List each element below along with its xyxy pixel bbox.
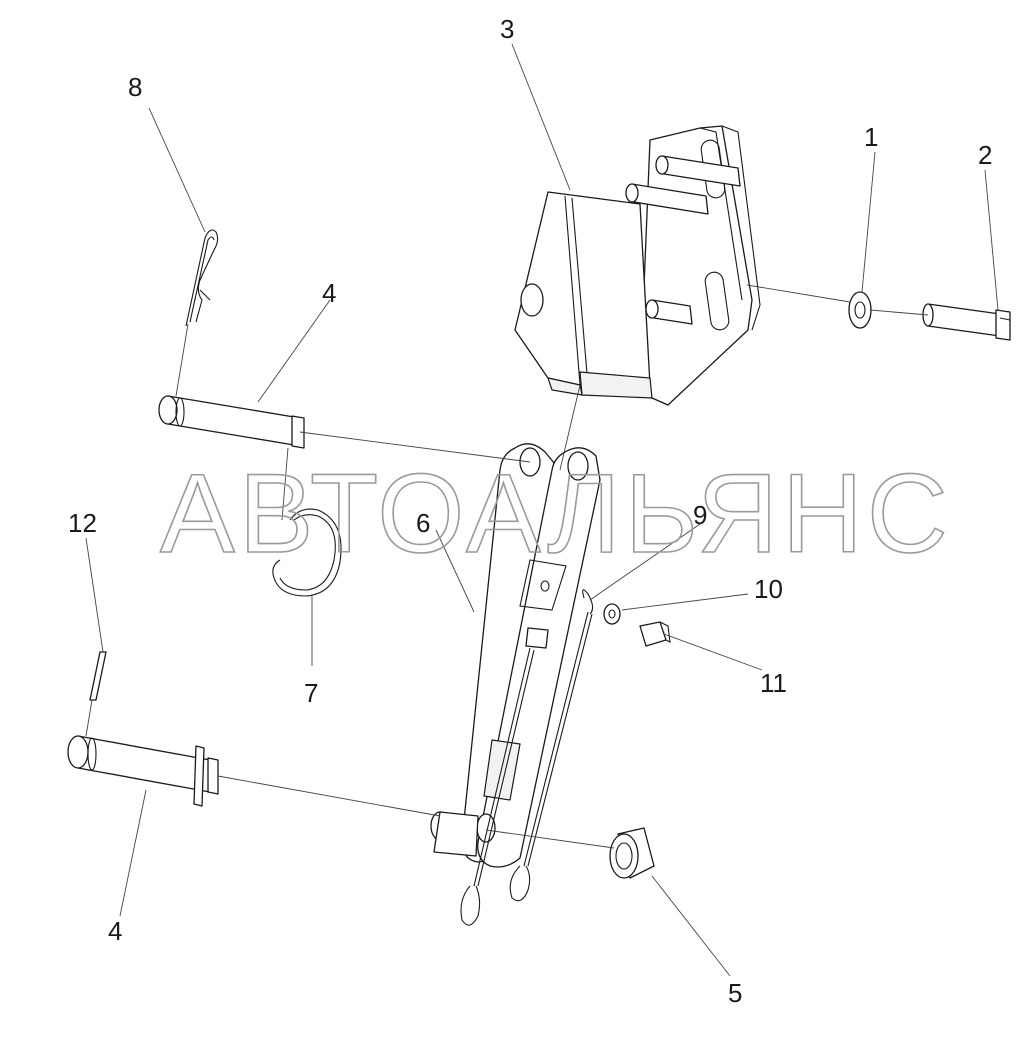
callout-6: 6 xyxy=(416,508,430,538)
callout-3: 3 xyxy=(500,14,514,44)
part-4-upper-pin xyxy=(158,395,305,449)
callout-8: 8 xyxy=(128,72,142,102)
callout-7: 7 xyxy=(304,678,318,708)
part-3-bracket xyxy=(514,125,761,406)
callout-5: 5 xyxy=(728,978,742,1008)
callout-4-upper: 4 xyxy=(322,278,336,308)
callout-1: 1 xyxy=(864,122,878,152)
callout-2: 2 xyxy=(978,140,992,170)
callout-labels: 1 2 3 4 4 5 6 7 8 9 10 11 12 xyxy=(68,14,992,1008)
part-11-bolt xyxy=(639,621,671,647)
leader-lines xyxy=(85,43,999,977)
part-5-bushing xyxy=(609,827,655,879)
callout-12: 12 xyxy=(68,508,97,538)
part-12-spring-pin xyxy=(89,651,107,701)
part-9-cables xyxy=(460,589,594,926)
part-10-washer xyxy=(603,603,621,625)
watermark-text: АВТОАЛЬЯНС xyxy=(160,451,952,576)
part-7-split-ring xyxy=(272,508,342,597)
part-1-washer xyxy=(848,291,872,329)
callout-4-lower: 4 xyxy=(108,916,122,946)
part-2-bolt xyxy=(922,303,1011,341)
part-4-lower-pin xyxy=(67,735,219,807)
part-6-link-arms xyxy=(430,443,601,868)
callout-11: 11 xyxy=(760,668,787,698)
callout-9: 9 xyxy=(693,500,707,530)
part-8-cotter-pin xyxy=(185,229,219,327)
callout-10: 10 xyxy=(754,574,783,604)
